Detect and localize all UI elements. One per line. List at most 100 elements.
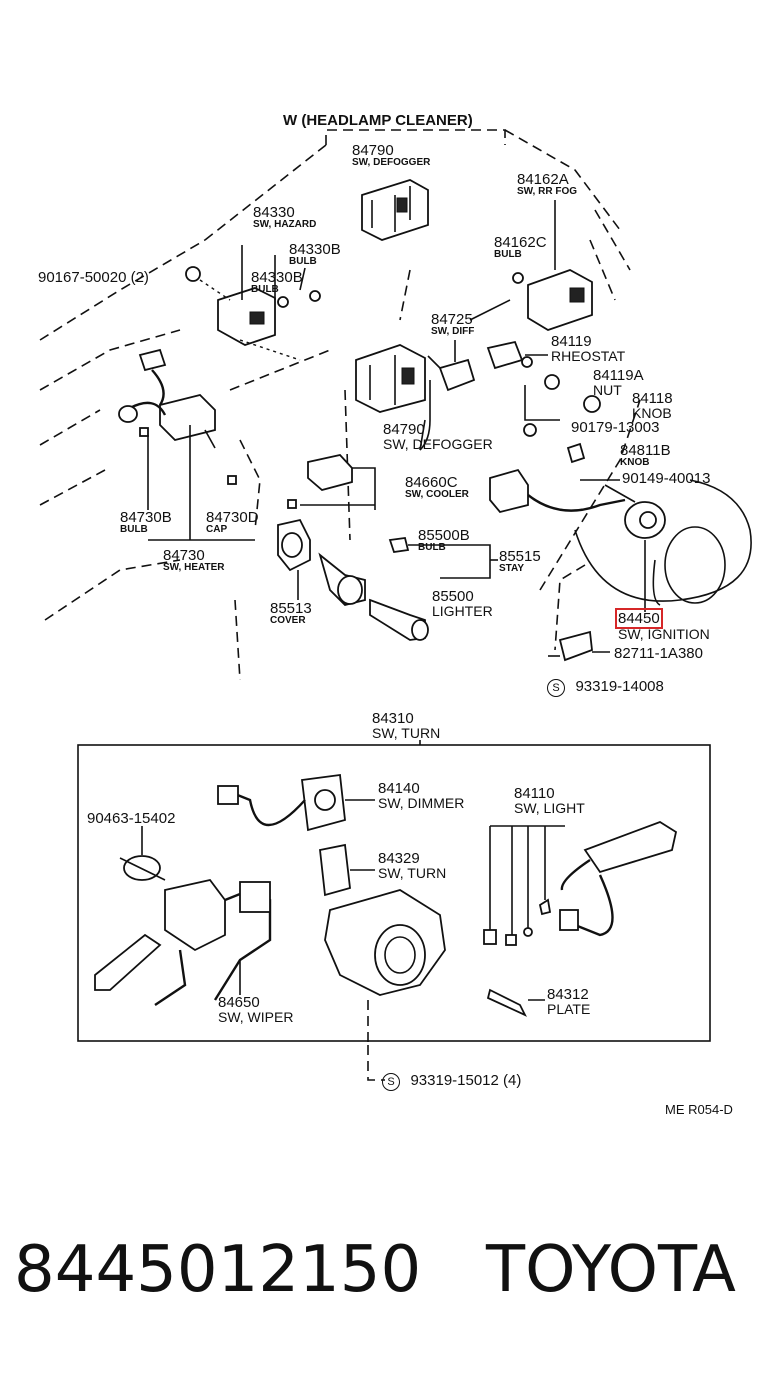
part-desc: SW, HAZARD [253,219,317,230]
callout-90179: 90179-13003 [571,419,660,436]
callout-84330: 84330 SW, HAZARD [253,205,316,230]
part-desc: LIGHTER [432,603,493,619]
part-number: 84730B [120,509,172,526]
part-desc: BULB [289,256,317,267]
callout-84119A: 84119A NUT [593,368,644,397]
part-desc: KNOB [632,405,672,421]
bottom-screw-leader [367,1000,385,1081]
callout-85513: 85513 COVER [270,601,312,626]
part-desc: BULB [418,542,446,553]
callout-90149: 90149-40013 [622,470,711,487]
callout-84162C: 84162C BULB [494,235,547,260]
cooler-switch [287,454,376,510]
part-number: 84119 [551,333,592,350]
rheostat-group [486,340,601,464]
callout-84110: 84110 SW, LIGHT [514,786,585,815]
part-desc: NUT [593,382,622,398]
callout-84119: 84119 RHEOSTAT [551,334,625,363]
lighter-group [277,518,498,641]
part-number: 84730D [206,509,259,526]
part-number: 85500 [432,588,474,605]
callout-84811B: 84811B KNOB [620,443,671,468]
part-desc: SW, RR FOG [517,186,577,197]
callout-93319-15012: S 93319-15012 (4) [382,1073,521,1091]
callout-84118: 84118 KNOB [632,391,673,420]
part-number: 84110 [514,785,555,802]
callout-84312: 84312 PLATE [547,987,590,1016]
part-desc: BULB [251,284,279,295]
part-desc: SW, IGNITION [618,626,710,642]
part-desc: SW, TURN [372,725,441,741]
part-desc: CAP [206,524,228,535]
part-desc: KNOB [620,457,650,468]
heater-switch [118,348,255,541]
ignition-switch [489,468,752,662]
part-number: 84660C [405,474,458,491]
part-number: 84312 [547,986,589,1003]
hazard-switch [185,245,321,361]
callout-84730D: 84730D CAP [206,510,259,535]
part-desc: SW, DIFF [431,326,475,337]
part-number-highlighted: 84450 [615,608,663,629]
diagram-code: ME R054-D [665,1102,733,1117]
band-clamp [119,826,166,881]
defogger-switch-mid [355,340,476,451]
dashboard-outline [39,209,641,681]
part-number: 84118 [632,390,673,407]
callout-84730: 84730 SW, HEATER [163,548,224,573]
rr-fog-switch [469,200,593,331]
callout-90167: 90167-50020 (2) [38,269,149,286]
callout-84790-top: 84790 SW, DEFOGGER [352,143,430,168]
footer-brand: TOYOTA [486,1233,736,1307]
callout-84650: 84650 SW, WIPER [218,995,293,1024]
callout-90463: 90463-15402 [87,810,176,827]
part-number: 84162C [494,234,547,251]
callout-82711: 82711-1A380 [614,645,703,662]
defogger-switch-top [361,179,429,241]
part-number: 85500B [418,527,470,544]
part-number: 84790 [352,142,394,159]
part-number: 85515 [499,548,541,565]
callout-84140: 84140 SW, DIMMER [378,781,464,810]
callout-93319-14008: S 93319-14008 [547,679,664,697]
callout-85500B: 85500B BULB [418,528,470,553]
part-number: 84650 [218,994,260,1011]
dimmer-switch [217,773,375,832]
callout-84329: 84329 SW, TURN [378,851,446,880]
turn-switch-frame [77,744,711,1042]
part-desc: SW, WIPER [218,1009,294,1025]
part-number: 84162A [517,171,569,188]
light-switch [483,821,678,946]
part-number: 84730 [163,547,205,564]
callout-85515: 85515 STAY [499,549,541,574]
turn-switch-body [319,843,446,996]
part-desc: BULB [494,249,522,260]
callout-85500: 85500 LIGHTER [432,589,493,618]
part-desc: SW, HEATER [163,562,225,573]
callout-84730B: 84730B BULB [120,510,172,535]
part-desc: RHEOSTAT [551,348,626,364]
callout-84725: 84725 SW, DIFF [431,312,474,337]
part-desc: PLATE [547,1001,591,1017]
part-number: 84330B [289,241,341,258]
part-number: 84119A [593,367,644,384]
part-desc: STAY [499,563,525,574]
part-desc: SW, LIGHT [514,800,585,816]
part-number: 84330B [251,269,303,286]
part-number: 85513 [270,600,312,617]
screw-symbol: S [382,1073,400,1091]
part-desc: SW, DEFOGGER [352,157,431,168]
part-number: 93319-14008 [575,678,664,695]
part-desc: SW, COOLER [405,489,469,500]
part-desc: SW, TURN [378,865,447,881]
part-desc: COVER [270,615,306,626]
part-number: 84329 [378,850,420,867]
part-number: 84310 [372,710,414,727]
callout-84450: 84450 SW, IGNITION [615,608,710,642]
footer-part-number: 8445012150 [14,1233,422,1307]
part-number: 84140 [378,780,420,797]
header-bracket [204,129,621,241]
part-number: 84330 [253,204,295,221]
screw-symbol: S [547,679,565,697]
